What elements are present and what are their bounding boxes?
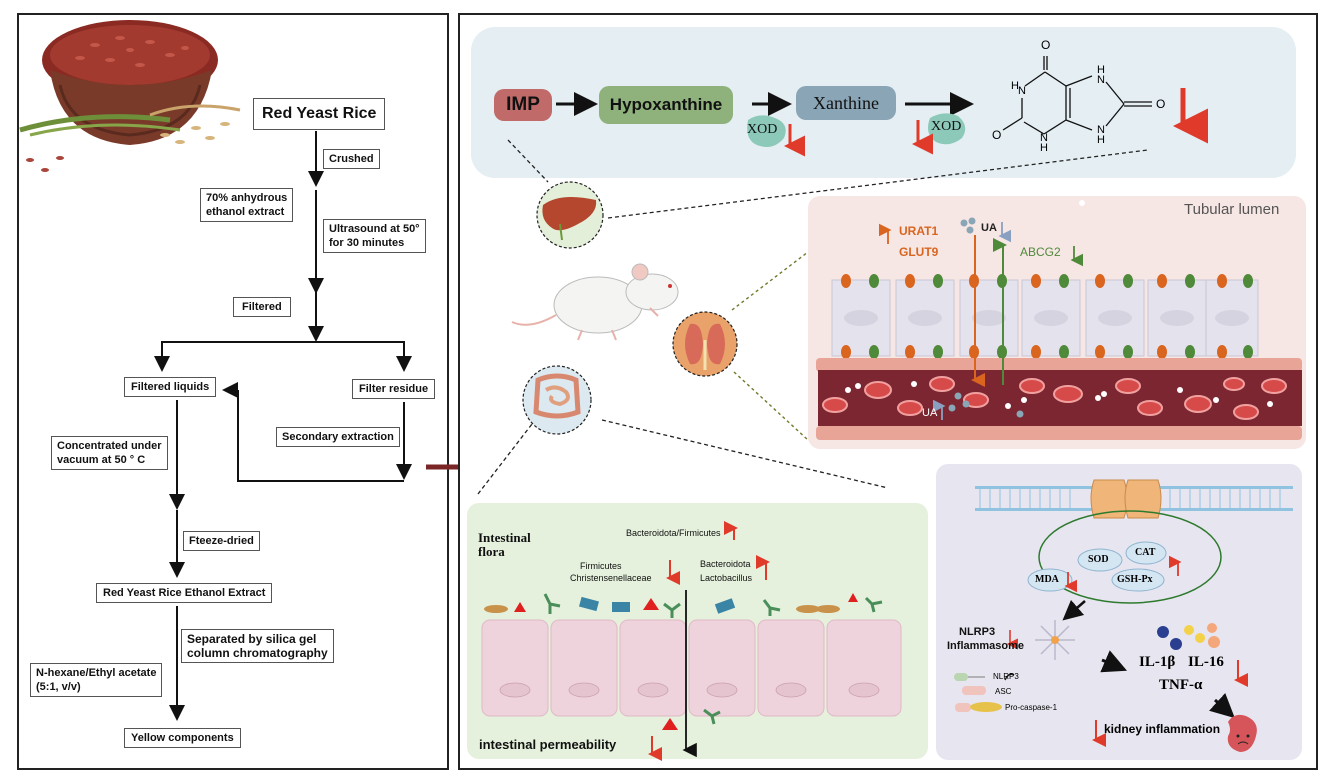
legend-procaspase: Pro-caspase-1 <box>1005 703 1058 712</box>
ua-bottom-label: UA <box>922 407 938 419</box>
gsh-px-label: GSH-Px <box>1117 574 1153 585</box>
legend-asc: ASC <box>995 687 1012 696</box>
il16-label: IL-16 <box>1188 654 1224 670</box>
atom-o-left: O <box>992 128 1002 142</box>
firmicutes-label: Firmicutes <box>580 561 622 571</box>
secondary-extraction-step: Secondary extraction <box>276 427 400 447</box>
silica-gel-step: Separated by silica gel column chromatog… <box>181 629 334 663</box>
filtered-liquids-box: Filtered liquids <box>124 377 217 397</box>
crushed-step: Crushed <box>323 149 380 169</box>
xod-enzyme-icon <box>747 115 786 147</box>
atom-n2: N <box>1040 132 1048 144</box>
mda-label: MDA <box>1035 574 1059 585</box>
filtered-step: Filtered <box>233 297 291 317</box>
silica-line2: column chromatography <box>187 646 328 660</box>
hypoxanthine-label: Hypoxanthine <box>609 95 723 114</box>
ethanol-extract-line2: ethanol extract <box>206 206 285 218</box>
filter-residue-box: Filter residue <box>352 379 436 399</box>
ethanol-extract-box: Red Yeast Rice Ethanol Extract <box>96 583 273 603</box>
abcg2-label: ABCG2 <box>1020 245 1061 259</box>
bacteroidota-firmicutes-ratio: Bacteroidota/Firmicutes <box>626 528 721 538</box>
inflamed-kidney-icon <box>1227 714 1257 752</box>
bacteroidota-label: Bacteroidota <box>700 559 751 569</box>
kidney-icon <box>672 311 738 377</box>
atom-o-top: O <box>1041 38 1051 52</box>
hexane-step: N-hexane/Ethyl acetate (5:1, v/v) <box>30 663 163 697</box>
atom-h4: H <box>1097 134 1105 146</box>
concentrated-step: Concentrated under vacuum at 50 ° C <box>51 436 168 470</box>
ethanol-extract-line1: 70% anhydrous <box>206 192 288 204</box>
intestinal-permeability-label: intestinal permeability <box>479 737 617 752</box>
concentrated-line2: vacuum at 50 ° C <box>57 454 146 466</box>
christensenellaceae-label: Christensenellaceae <box>570 573 652 583</box>
hexane-line1: N-hexane/Ethyl acetate <box>36 667 157 679</box>
yellow-components-box: Yellow components <box>124 728 241 748</box>
ethanol-extract-step: 70% anhydrous ethanol extract <box>200 188 294 222</box>
nlrp3-line1: NLRP3 <box>959 626 996 638</box>
imp-label: IMP <box>506 94 540 115</box>
red-yeast-rice-title: Red Yeast Rice <box>253 98 386 130</box>
xanthine-node: Xanthine <box>796 86 896 120</box>
rice-bowl-icon <box>19 20 241 172</box>
ultrasound-step: Ultrasound at 50° for 30 minutes <box>323 219 426 253</box>
il1b-label: IL-1β <box>1139 654 1176 670</box>
urat1-label: URAT1 <box>899 224 939 238</box>
hexane-line2: (5:1, v/v) <box>36 681 81 693</box>
xod-label-2: XOD <box>931 119 962 134</box>
cat-label: CAT <box>1135 547 1156 558</box>
kidney-inflammation-label: kidney inflammation <box>1104 722 1221 736</box>
xanthine-label: Xanthine <box>813 92 879 113</box>
atom-n4: N <box>1097 124 1105 136</box>
imp-node: IMP <box>494 89 552 121</box>
atom-n3: N <box>1097 74 1105 86</box>
atom-n1: N <box>1018 85 1026 97</box>
atom-o-right: O <box>1156 97 1166 111</box>
tnfa-label: TNF-α <box>1159 677 1203 693</box>
atom-h2: H <box>1040 142 1048 154</box>
inflammasome-icon <box>1035 620 1075 660</box>
flora-title-line2: flora <box>478 544 505 559</box>
liver-icon <box>536 181 604 249</box>
xod-label-1: XOD <box>747 122 778 137</box>
atom-h3: H <box>1097 64 1105 76</box>
silica-line1: Separated by silica gel <box>187 632 317 646</box>
hypoxanthine-node: Hypoxanthine <box>599 86 733 124</box>
nlrp3-line2: Inflammasome <box>947 640 1025 652</box>
mouse-icon <box>511 263 679 341</box>
legend-nlrp3: NLRP3 <box>993 672 1019 681</box>
atom-h1: H <box>1011 80 1019 92</box>
ultrasound-line1: Ultrasound at 50° <box>329 223 420 235</box>
xod-enzyme-icon-2 <box>928 113 966 145</box>
tubular-lumen-label: Tubular lumen <box>1184 201 1280 218</box>
nlrp3-inflammasome-label: NLRP3 Inflammasome <box>947 625 1024 653</box>
freeze-dried-step: Fteeze-dried <box>183 531 260 551</box>
intestinal-flora-title: Intestinal flora <box>478 531 531 559</box>
ultrasound-line2: for 30 minutes <box>329 237 405 249</box>
membrane-channel-icon <box>1090 479 1162 519</box>
glut9-label: GLUT9 <box>899 245 939 259</box>
sod-label: SOD <box>1088 554 1109 565</box>
concentrated-line1: Concentrated under <box>57 440 162 452</box>
flora-title-line1: Intestinal <box>478 530 531 545</box>
intestine-icon <box>522 365 592 435</box>
ua-top-label: UA <box>981 222 997 234</box>
uric-acid-structure <box>1002 56 1152 135</box>
lactobacillus-label: Lactobacillus <box>700 573 753 583</box>
